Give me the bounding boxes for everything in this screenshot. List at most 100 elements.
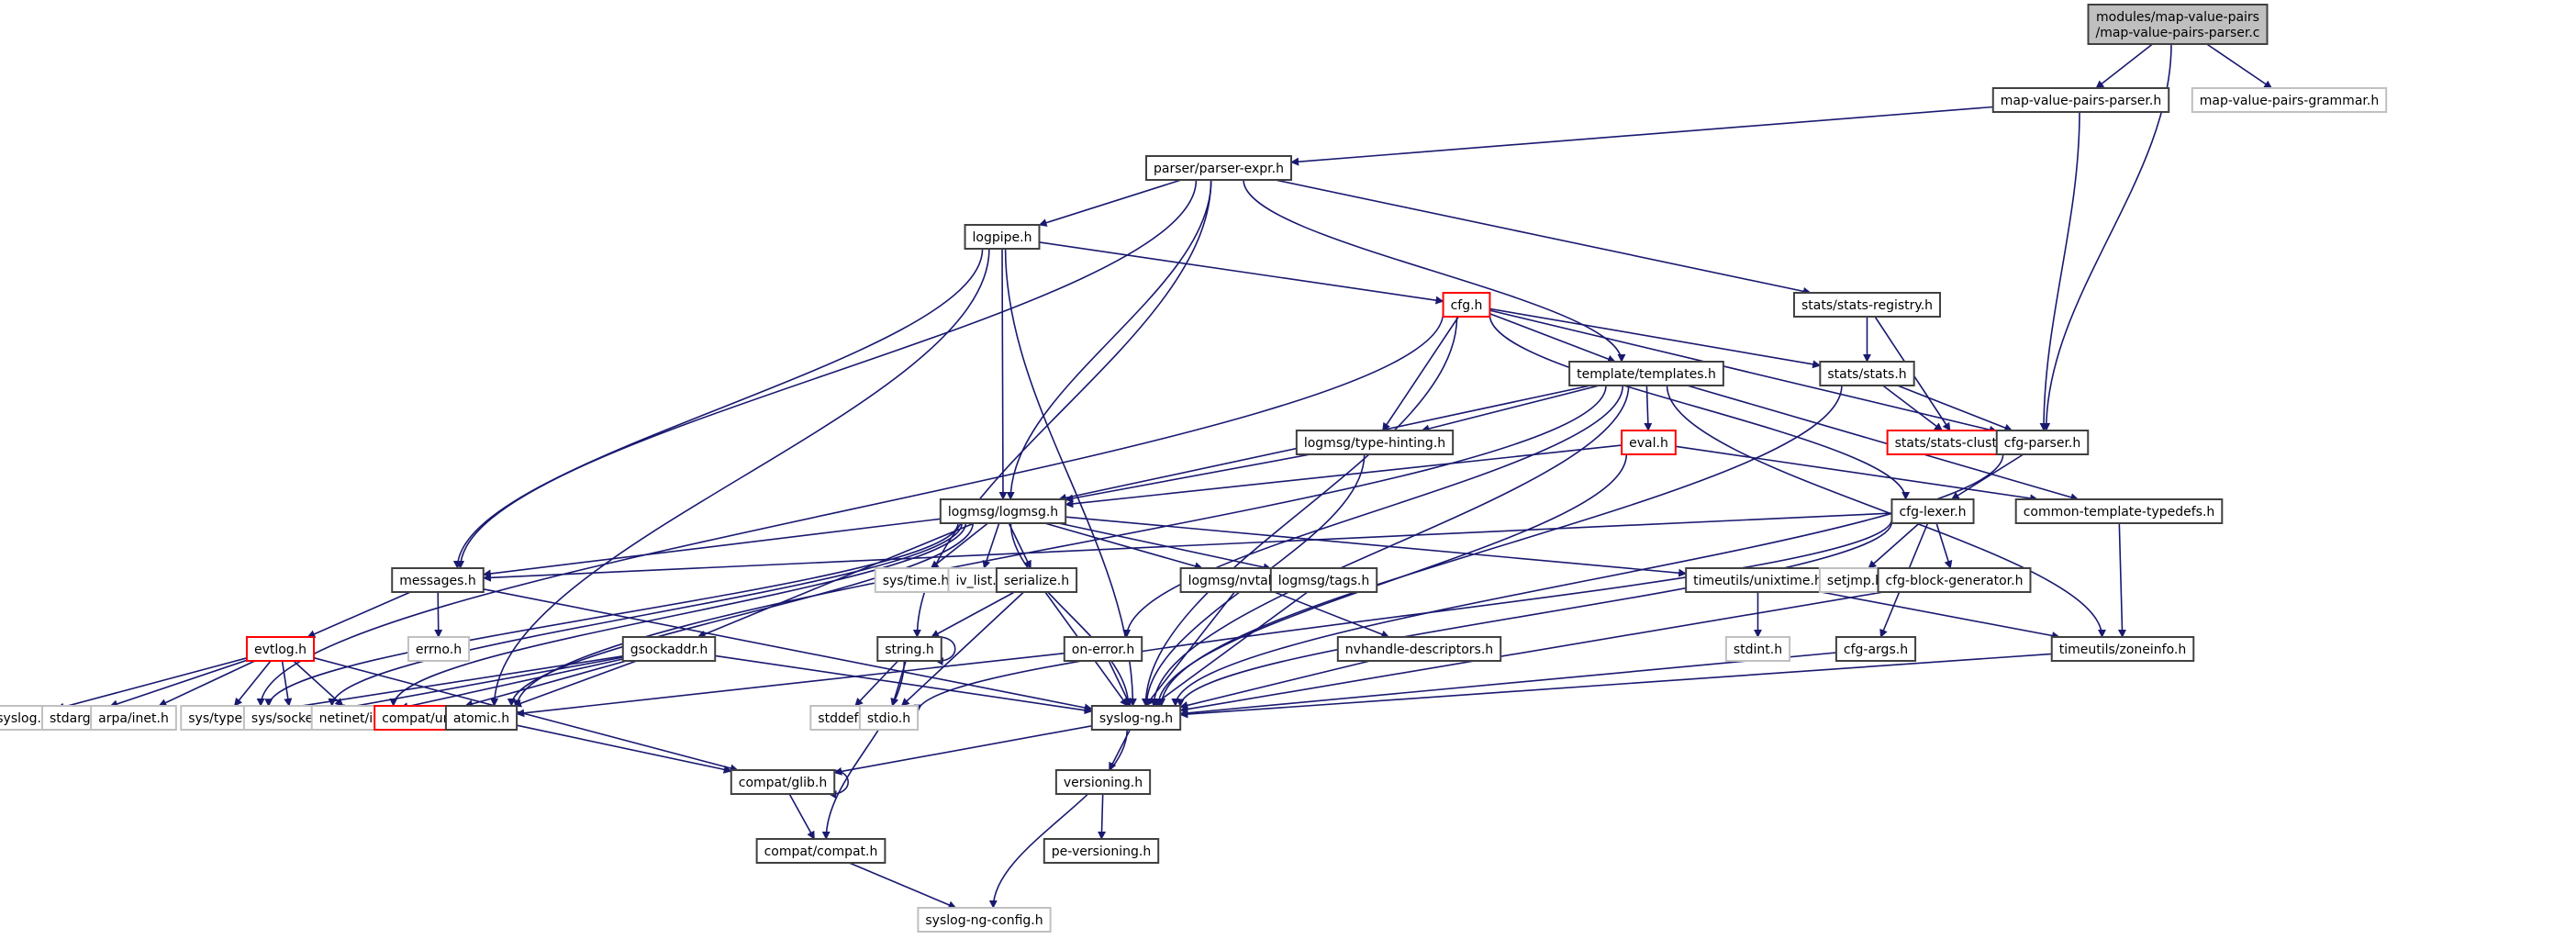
- edge-zoneinfo_h-to-syslog_ng_h: [1179, 653, 2052, 719]
- edge-gsockaddr_h-to-sys_types_h: [267, 655, 623, 714]
- node-box: [2014, 498, 2224, 524]
- node-label: sys/time.h: [883, 574, 950, 588]
- edge-cfg_lexer_h-to-setjmp_h: [1868, 522, 1920, 569]
- edge-logpipe_h-to-atomic_h: [490, 248, 990, 707]
- edge-logmsg_h-to-nvtable_h: [1044, 522, 1203, 571]
- edge-evtlog_h-to-syslog_h: [55, 657, 248, 711]
- node-unixtime-h[interactable]: timeutils/unixtime.h: [1685, 567, 1831, 593]
- node-label: stdint.h: [1734, 643, 1782, 657]
- edge-nvtable_h-to-nvhandle_desc_h: [1274, 591, 1390, 639]
- node-box: [1685, 567, 1831, 593]
- node-versioning-h[interactable]: versioning.h: [1054, 769, 1152, 795]
- node-label: versioning.h: [1064, 776, 1143, 790]
- node-box: [917, 907, 1052, 933]
- node-parser-expr-h[interactable]: parser/parser-expr.h: [1145, 155, 1292, 181]
- edge-root-to-mvp_grammar_h: [2206, 43, 2273, 89]
- node-label: parser/parser-expr.h: [1154, 162, 1284, 176]
- node-cfg-parser-h[interactable]: cfg-parser.h: [1995, 430, 2090, 455]
- node-pe-versioning-h[interactable]: pe-versioning.h: [1043, 838, 1160, 864]
- node-box: [876, 636, 942, 662]
- node-sys-time-h[interactable]: sys/time.h: [874, 567, 958, 593]
- edge-evtlog_h-to-stdarg_h: [109, 659, 248, 709]
- node-root[interactable]: modules/map-value-pairs/map-value-pairs-…: [2087, 4, 2269, 45]
- node-syslog-ng-config-h[interactable]: syslog-ng-config.h: [917, 907, 1052, 933]
- edge-versioning_h-to-pe_versioning_h: [1098, 793, 1107, 840]
- node-templates-h[interactable]: template/templates.h: [1568, 361, 1724, 386]
- node-box: [1269, 567, 1378, 593]
- edge-string_h-to-string_h: [934, 636, 956, 666]
- node-box: [858, 705, 920, 731]
- node-box: [1568, 361, 1724, 386]
- node-messages-h[interactable]: messages.h: [391, 567, 485, 593]
- edge-templates_h-to-common_tt_h: [1687, 385, 2080, 502]
- node-label: logmsg/logmsg.h: [948, 505, 1058, 520]
- edge-templates_h-to-type_hinting_h: [1421, 385, 1600, 433]
- node-nvhandle-desc-h[interactable]: nvhandle-descriptors.h: [1336, 636, 1502, 662]
- edge-messages_h-to-evtlog_h: [307, 591, 411, 638]
- edge-cfg_h-to-type_hinting_h: [1382, 316, 1459, 431]
- edge-on_error_h-to-atomic_h: [516, 652, 1065, 718]
- edge-evtlog_h-to-sys_socket_h: [281, 660, 293, 707]
- node-on-error-h[interactable]: on-error.h: [1063, 636, 1143, 662]
- edge-parser_expr_h-to-logmsg_h: [1006, 179, 1212, 500]
- node-box: [730, 769, 836, 795]
- node-evtlog-h[interactable]: evtlog.h: [245, 636, 316, 662]
- node-common-tt-h[interactable]: common-template-typedefs.h: [2014, 498, 2224, 524]
- node-stdio-h[interactable]: stdio.h: [858, 705, 920, 731]
- node-tags-h[interactable]: logmsg/tags.h: [1269, 567, 1378, 593]
- edge-string_h-to-stddef_h: [854, 660, 899, 707]
- edge-eval_h-to-logmsg_h: [1065, 444, 1623, 509]
- edge-cfg_block_gen_h-to-syslog_ng_h: [1179, 591, 1884, 713]
- edge-evtlog_h-to-netinet_in_h: [293, 660, 344, 707]
- node-label: common-template-typedefs.h: [2024, 505, 2215, 520]
- edge-evtlog_h-to-arpa_inet_h: [158, 660, 256, 707]
- node-eval-h[interactable]: eval.h: [1621, 430, 1677, 455]
- node-arpa-inet-h[interactable]: arpa/inet.h: [90, 705, 177, 731]
- edge-gsockaddr_h-to-netinet_in_h: [399, 658, 623, 711]
- node-zoneinfo-h[interactable]: timeutils/zoneinfo.h: [2050, 636, 2195, 662]
- node-mvp-grammar-h[interactable]: map-value-pairs-grammar.h: [2191, 87, 2388, 113]
- edge-logmsg_h-to-atomic_h: [507, 522, 974, 707]
- edge-parser_expr_h-to-templates_h: [1243, 179, 1626, 363]
- edge-templates_h-to-on_error_h: [1122, 385, 1624, 638]
- node-cfg-block-gen-h[interactable]: cfg-block-generator.h: [1877, 567, 2032, 593]
- node-stats-h[interactable]: stats/stats.h: [1819, 361, 1915, 386]
- edge-logmsg_h-to-netinet_in_h: [389, 522, 967, 707]
- node-compat-glib-h[interactable]: compat/glib.h: [730, 769, 836, 795]
- edge-serialize_h-to-string_h: [931, 591, 1015, 638]
- node-box: [1336, 636, 1502, 662]
- edge-compat_glib_h-to-compat_compat_h: [788, 793, 816, 840]
- node-syslog-ng-h[interactable]: syslog-ng.h: [1090, 705, 1182, 731]
- node-stats-registry-h[interactable]: stats/stats-registry.h: [1792, 292, 1942, 318]
- node-mvp-parser-h[interactable]: map-value-pairs-parser.h: [1991, 87, 2170, 113]
- node-serialize-h[interactable]: serialize.h: [995, 567, 1078, 593]
- node-label: compat/compat.h: [764, 844, 878, 859]
- edge-syslog_ng_h-to-versioning_h: [1108, 729, 1132, 771]
- node-box: [755, 838, 887, 864]
- node-stats-cluster-h[interactable]: stats/stats-cluster.h: [1886, 430, 2030, 455]
- edge-cfg_lexer_h-to-syslog_ng_h: [1176, 521, 1893, 708]
- node-errno-h[interactable]: errno.h: [407, 636, 471, 662]
- edge-compat_glib_h-to-compat_glib_h: [828, 769, 850, 799]
- edge-on_error_h-to-syslog_ng_h: [1108, 660, 1132, 707]
- node-cfg-args-h[interactable]: cfg-args.h: [1834, 636, 1917, 662]
- node-cfg-lexer-h[interactable]: cfg-lexer.h: [1890, 498, 1975, 524]
- edge-syslog_ng_h-to-syslog_ng_config_h: [988, 729, 1128, 909]
- node-label: syslog-ng-config.h: [925, 913, 1043, 928]
- edge-eval_h-to-common_tt_h: [1675, 445, 2039, 503]
- node-cfg-h[interactable]: cfg.h: [1442, 292, 1491, 318]
- edge-serialize_h-to-stdio_h: [900, 591, 1025, 707]
- node-string-h[interactable]: string.h: [876, 636, 942, 662]
- node-label: syslog.h: [0, 711, 50, 726]
- node-atomic-h[interactable]: atomic.h: [444, 705, 519, 731]
- edge-syslog_ng_h-to-compat_glib_h: [833, 725, 1092, 776]
- node-type-hinting-h[interactable]: logmsg/type-hinting.h: [1295, 430, 1455, 455]
- node-gsockaddr-h[interactable]: gsockaddr.h: [621, 636, 717, 662]
- node-box: [1295, 430, 1455, 455]
- node-logmsg-h[interactable]: logmsg/logmsg.h: [939, 498, 1067, 524]
- node-compat-compat-h[interactable]: compat/compat.h: [755, 838, 887, 864]
- edge-logpipe_h-to-logmsg_h: [998, 248, 1008, 500]
- node-logpipe-h[interactable]: logpipe.h: [964, 224, 1041, 250]
- node-stdint-h[interactable]: stdint.h: [1724, 636, 1791, 662]
- edge-logmsg_h-to-serialize_h: [1008, 522, 1032, 569]
